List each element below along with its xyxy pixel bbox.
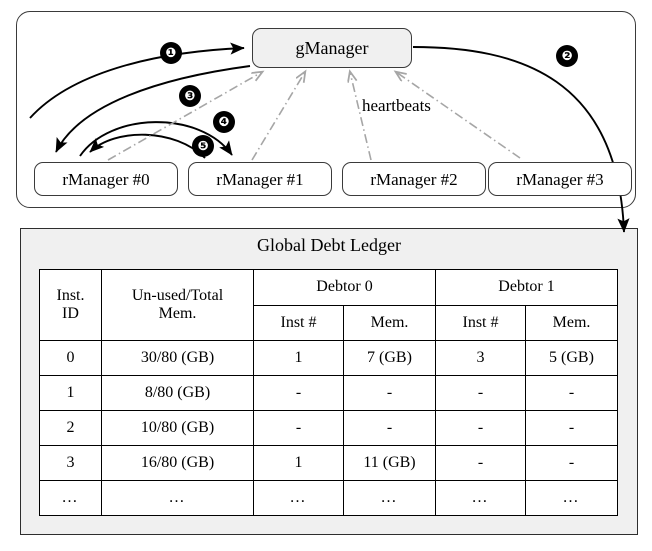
step-badge-3: ❸ xyxy=(179,85,201,107)
header-debtor-1-mem: Mem. xyxy=(525,304,618,341)
cell-debtor-1-inst: … xyxy=(435,480,526,516)
cell-inst-id: 2 xyxy=(39,410,102,446)
header-unused-total: Un-used/Total Mem. xyxy=(101,269,254,341)
cell-debtor-0-inst: 1 xyxy=(253,340,344,376)
step-badge-2: ❷ xyxy=(556,45,578,67)
cell-inst-id: 3 xyxy=(39,445,102,481)
header-debtor-1: Debtor 1 xyxy=(435,269,618,306)
step-badge-5: ❺ xyxy=(192,135,214,157)
step-badge-1: ❶ xyxy=(160,42,182,64)
cell-inst-id: 0 xyxy=(39,340,102,376)
ledger-header-row-1: Inst. ID Un-used/Total Mem. Debtor 0 Deb… xyxy=(39,269,618,341)
cell-debtor-0-inst: 1 xyxy=(253,445,344,481)
cell-debtor-0-inst: … xyxy=(253,480,344,516)
cell-debtor-1-inst: 3 xyxy=(435,340,526,376)
step-badge-4: ❹ xyxy=(213,111,235,133)
cell-debtor-1-inst: - xyxy=(435,445,526,481)
cell-unused-total: 10/80 (GB) xyxy=(101,410,254,446)
cell-debtor-1-inst: - xyxy=(435,410,526,446)
table-row: ……………… xyxy=(39,480,618,516)
node-rmanager-0[interactable]: rManager #0 xyxy=(34,162,178,196)
cell-debtor-0-mem: - xyxy=(343,375,436,411)
ledger-table: Inst. ID Un-used/Total Mem. Debtor 0 Deb… xyxy=(39,269,618,516)
header-debtor-0: Debtor 0 xyxy=(253,269,436,306)
node-rmanager-3-label: rManager #3 xyxy=(516,169,604,189)
cell-debtor-0-inst: - xyxy=(253,410,344,446)
cell-debtor-0-mem: - xyxy=(343,410,436,446)
node-rmanager-3[interactable]: rManager #3 xyxy=(488,162,632,196)
node-gmanager[interactable]: gManager xyxy=(252,28,412,68)
header-inst-id-line2: ID xyxy=(62,305,79,322)
cell-debtor-1-mem: - xyxy=(525,410,618,446)
heartbeats-label: heartbeats xyxy=(362,96,431,115)
node-rmanager-1[interactable]: rManager #1 xyxy=(188,162,332,196)
header-unused-total-line1: Un-used/Total xyxy=(131,287,224,304)
cell-debtor-0-inst: - xyxy=(253,375,344,411)
cell-debtor-1-inst: - xyxy=(435,375,526,411)
cell-unused-total: 16/80 (GB) xyxy=(101,445,254,481)
ledger-table-head: Inst. ID Un-used/Total Mem. Debtor 0 Deb… xyxy=(39,269,618,341)
header-debtor-0-inst: Inst # xyxy=(253,304,344,341)
header-debtor-0-mem: Mem. xyxy=(343,304,436,341)
header-inst-id: Inst. ID xyxy=(39,269,102,341)
cell-debtor-0-mem: 11 (GB) xyxy=(343,445,436,481)
cell-inst-id: 1 xyxy=(39,375,102,411)
node-gmanager-label: gManager xyxy=(295,38,369,58)
header-debtor-1-inst: Inst # xyxy=(435,304,526,341)
cell-debtor-0-mem: … xyxy=(343,480,436,516)
cell-debtor-0-mem: 7 (GB) xyxy=(343,340,436,376)
header-inst-id-line1: Inst. xyxy=(56,287,85,304)
global-debt-ledger-panel: Global Debt Ledger Inst. ID Un-used/Tota… xyxy=(20,228,638,535)
cell-unused-total: 30/80 (GB) xyxy=(101,340,254,376)
cell-unused-total: … xyxy=(101,480,254,516)
cell-debtor-1-mem: - xyxy=(525,375,618,411)
ledger-title: Global Debt Ledger xyxy=(257,235,401,255)
cell-debtor-1-mem: 5 (GB) xyxy=(525,340,618,376)
cell-unused-total: 8/80 (GB) xyxy=(101,375,254,411)
header-unused-total-line2: Mem. xyxy=(158,305,197,322)
node-rmanager-2[interactable]: rManager #2 xyxy=(342,162,486,196)
ledger-header-row-2: Inst # Mem. Inst # Mem. xyxy=(40,304,618,341)
node-rmanager-1-label: rManager #1 xyxy=(216,169,304,189)
node-rmanager-0-label: rManager #0 xyxy=(62,169,150,189)
cell-debtor-1-mem: … xyxy=(525,480,618,516)
cell-inst-id: … xyxy=(39,480,102,516)
node-rmanager-2-label: rManager #2 xyxy=(370,169,458,189)
cell-debtor-1-mem: - xyxy=(525,445,618,481)
